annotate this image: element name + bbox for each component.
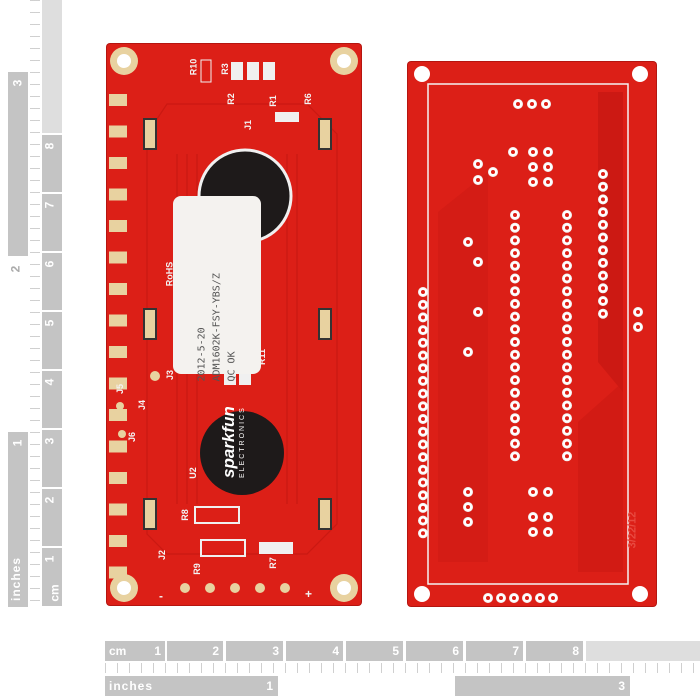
qc-sticker: 2012-5-20 ADM1602K-FSY-YBS/Z QC OK (173, 196, 261, 382)
cm-tick: 2 (42, 496, 57, 504)
cm-tick: 2 (212, 644, 219, 658)
inch-tick: 1 (10, 439, 25, 447)
silk-j2: J2 (157, 549, 168, 561)
header-pad (109, 503, 127, 516)
cm-tick: 4 (42, 378, 57, 386)
ruler-cm-seg: 7 (466, 641, 523, 661)
sparkfun-logo: sparkfun ELECTRONICS (219, 388, 259, 478)
inch-tick: 1 (266, 679, 273, 693)
cm-tick: 3 (272, 644, 279, 658)
ruler-inch-seg: 3 (8, 72, 28, 256)
ruler-cm-seg: 8 (42, 135, 62, 192)
header-pad (109, 440, 127, 453)
backpack-board: 3/22/12 (408, 62, 656, 606)
ruler-cm-seg: 7 (42, 194, 62, 251)
ruler-cm-seg: 3 (226, 641, 283, 661)
sticker-date: 2012-5-20 (196, 327, 208, 382)
ruler-inch-seg: inches 1 (8, 432, 28, 607)
logo-sub: ELECTRONICS (239, 406, 246, 478)
header-pad (109, 566, 127, 579)
silk-minus: - (159, 589, 163, 603)
header-pad (109, 535, 127, 547)
header-pad (109, 94, 127, 106)
ruler-cm-seg: 4 (286, 641, 343, 661)
header-pad (109, 377, 127, 390)
header-pad (109, 472, 127, 484)
cm-tick: 8 (572, 644, 579, 658)
inch-ticks (105, 663, 700, 673)
date-code: 3/22/12 (626, 511, 639, 549)
ruler-cm-seg: 5 (42, 312, 62, 369)
ruler-cm-seg: 2 (167, 641, 223, 661)
ruler-cm-seg: cm 1 (105, 641, 165, 661)
silk-j4: J4 (137, 399, 148, 411)
cm-tick: 1 (42, 555, 57, 563)
silk-plus: + (305, 587, 313, 601)
ruler-cm-seg (586, 641, 700, 661)
silk-j1: J1 (243, 119, 254, 131)
silk-j5: J5 (115, 383, 126, 395)
ruler-cm-seg: 6 (42, 253, 62, 310)
inch-tick: 3 (618, 679, 625, 693)
inch-tick: 3 (10, 79, 25, 87)
cm-tick: 1 (154, 644, 161, 658)
cm-tick: 6 (452, 644, 459, 658)
mounting-holes (110, 47, 358, 602)
silk-r7: R7 (267, 557, 278, 569)
ruler-cm-seg: 5 (346, 641, 403, 661)
ruler-cm-seg (42, 0, 62, 133)
board-artwork (414, 66, 648, 603)
inches-label: inches (9, 556, 24, 602)
silk-r9: R9 (191, 563, 202, 575)
ruler-inch-seg: inches 1 (105, 676, 278, 696)
silk-r1: R1 (267, 95, 278, 107)
silk-r2: R2 (225, 93, 236, 105)
header-pad (109, 409, 127, 421)
ruler-cm-seg: 8 (526, 641, 583, 661)
silk-r10: R10 (188, 58, 199, 76)
silk-r8: R8 (179, 509, 190, 521)
header-pad (109, 283, 127, 295)
cm-tick: 7 (512, 644, 519, 658)
cm-tick: 5 (42, 319, 57, 327)
cm-label: cm (109, 644, 127, 658)
header-pad (109, 188, 127, 201)
cm-tick: 5 (392, 644, 399, 658)
header-pad (109, 157, 127, 169)
header-pad (109, 125, 127, 138)
ruler-cm-seg: 3 (42, 430, 62, 487)
cm-tick: 6 (42, 260, 57, 268)
header-pad (109, 314, 127, 327)
silk-u2: U2 (187, 467, 198, 479)
silk-j6: J6 (127, 431, 138, 443)
sticker-qc: QC OK (226, 351, 238, 382)
header-pad (109, 220, 127, 232)
cm-tick: 3 (42, 437, 57, 445)
silk-r3: R3 (219, 63, 230, 75)
cm-tick: 7 (42, 201, 57, 209)
inch-tick: 2 (8, 265, 23, 273)
sticker-part-number: ADM1602K-FSY-YBS/Z (211, 273, 223, 382)
ruler-inch-seg: 3 (455, 676, 630, 696)
cm-tick: 8 (42, 142, 57, 150)
ruler-cm-seg: 4 (42, 371, 62, 428)
silk-j3: J3 (165, 369, 176, 381)
header-pad (109, 346, 127, 358)
silk-r6: R6 (302, 93, 313, 105)
inch-ticks (30, 0, 40, 610)
inches-label: inches (109, 679, 154, 693)
cm-label: cm (47, 584, 62, 602)
ruler-cm-seg: 6 (406, 641, 463, 661)
ruler-cm-seg: 2 (42, 489, 62, 546)
ruler-cm-seg: cm 1 (42, 548, 62, 606)
logo-brand: sparkfun (219, 406, 238, 478)
header-pad (109, 251, 127, 264)
cm-tick: 4 (332, 644, 339, 658)
